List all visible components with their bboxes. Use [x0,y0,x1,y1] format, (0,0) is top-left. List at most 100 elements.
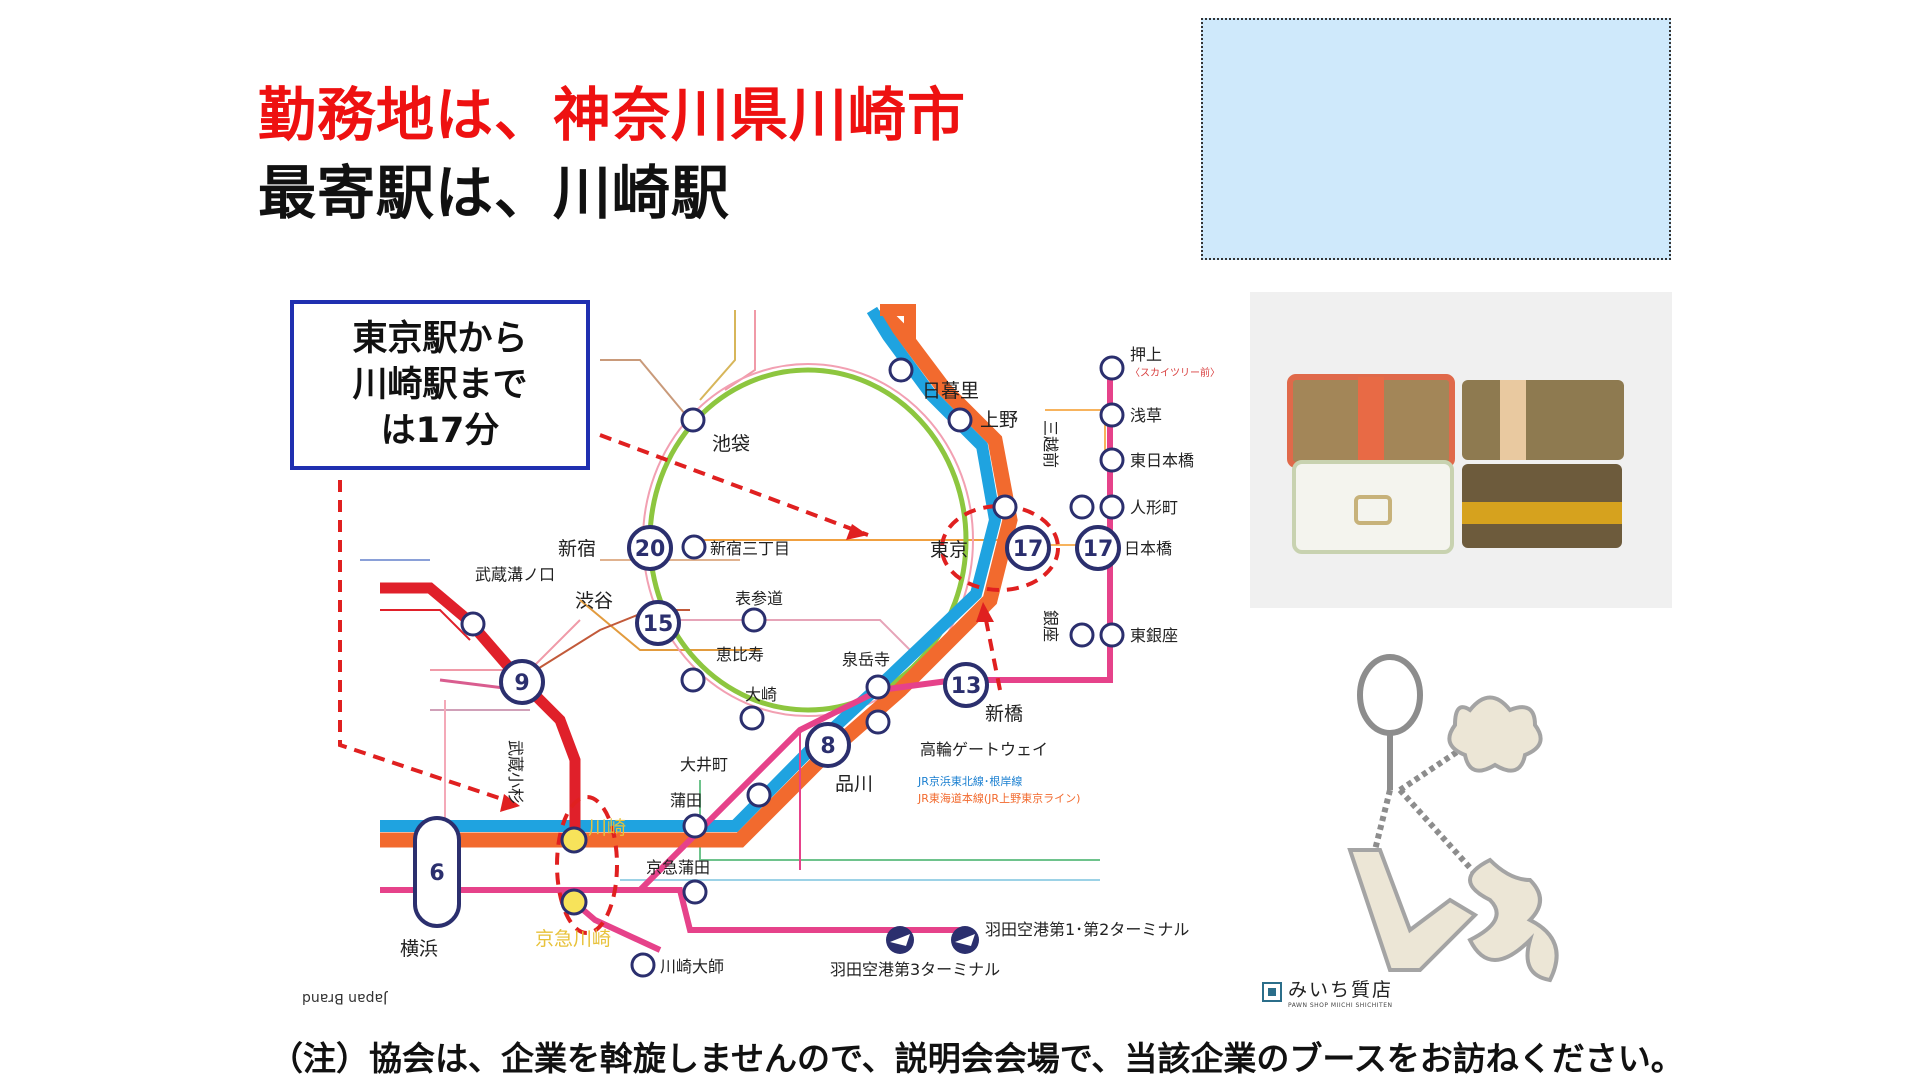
station-marker-shinagawa [805,722,851,768]
shop-name: みいち質店 [1288,979,1394,1001]
callout-box: 東京駅から 川崎駅まで は17分 [290,300,590,470]
label-shinjuku: 新宿 [558,538,596,560]
line-thin-10 [699,780,1100,861]
brand-text: Japan Brand [302,990,388,1006]
label-oshiage-sub: 〈スカイツリー前〉 [1130,366,1220,379]
label-shinjuku-sanchome: 新宿三丁目 [710,539,790,558]
label-shibuya: 渋谷 [575,590,613,612]
highlight-kawasaki [555,795,619,935]
station-marker-shinjuku [627,525,673,571]
station-marker-kawasaki [560,826,588,854]
station-marker-yokohama [413,816,461,928]
label-haneda-1-2: 羽田空港第1･第2ターミナル [985,920,1189,939]
label-nippori: 日暮里 [922,380,979,402]
station-marker-musashi-kosugi [499,659,545,705]
charm-photo [1250,640,1672,1010]
info-box [1201,18,1671,260]
time-musashi-kosugi: 9 [514,671,529,696]
station-marker-sengakuji [865,674,891,700]
label-takanawa: 高輪ゲートウェイ [920,740,1048,759]
shop-logo: みいち質店 PAWN SHOP MIICHI SHICHITEN [1262,975,1393,1009]
label-higashi-nihombashi: 東日本橋 [1130,451,1194,470]
line-toyoko-thin [380,609,471,641]
callout-line-2: 川崎駅まで [352,365,528,405]
station-marker-nippori [888,357,914,383]
station-marker-ueno [947,407,973,433]
label-higashi-ginza: 東銀座 [1130,626,1178,645]
charm-monogram-flower [1467,857,1559,983]
line-thin-12 [640,619,911,651]
label-musashi-mizonokuchi: 武蔵溝ノ口 [475,565,555,584]
headline-nearest-station: 最寄駅は、川崎駅 [258,159,731,227]
plane-icon [955,934,975,946]
label-ueno: 上野 [980,409,1018,431]
station-marker-omotesando [741,607,767,633]
label-keikyu-kawasaki: 京急川崎 [535,928,611,950]
label-omotesando: 表参道 [735,589,783,608]
station-marker-ebisu [680,667,706,693]
wallet-coach-brown [1462,380,1624,460]
station-marker-mitsukoshimae [1069,494,1095,520]
line-thin-2 [699,310,736,401]
station-marker-higashi-nihombashi [1099,447,1125,473]
footnote: （注）協会は、企業を斡旋しませんので、説明会会場で、当該企業のブースをお訪ねくだ… [270,1039,1684,1078]
label-ebisu: 恵比寿 [716,645,764,664]
line-keikyu-airport [380,887,960,933]
dashed-arrow-shimbashi [983,614,1002,691]
arrowhead-kawasaki [500,794,520,812]
station-marker-otemachi [992,494,1018,520]
station-marker-osaki [739,705,765,731]
label-keikyu-kamata: 京急蒲田 [646,858,710,877]
label-ningyocho: 人形町 [1130,498,1178,517]
station-marker-ningyocho [1099,494,1125,520]
time-shinagawa: 8 [820,734,835,759]
label-shimbashi: 新橋 [985,703,1023,725]
label-ikebukuro: 池袋 [712,433,750,455]
station-marker-mizonokuchi [460,611,486,637]
station-marker-shimbashi [943,662,989,708]
line-tokaido [380,304,1018,848]
label-haneda-3: 羽田空港第3ターミナル [830,960,1000,979]
station-marker-ginza [1069,622,1095,648]
wallets-photo [1250,292,1672,608]
charm-lv [1347,848,1479,972]
label-kawasaki: 川崎 [588,817,626,839]
callout-line-3: は17分 [380,411,500,451]
label-shinagawa: 品川 [835,773,873,795]
line-thin-3 [600,359,691,421]
station-marker-oshiage [1099,355,1125,381]
label-asakusa: 浅草 [1130,406,1162,425]
callout-line-1: 東京駅から [352,319,528,359]
dashed-arrow-to-kawasaki [338,480,506,802]
line-tokaido-end [880,304,916,340]
dashed-arrow-to-tokyo [599,433,869,537]
headline-workplace: 勤務地は、神奈川県川崎市 [258,81,967,149]
station-marker-nihombashi [1075,525,1121,571]
label-oshiage: 押上 [1130,345,1162,364]
label-tokyo: 東京 [930,539,968,561]
time-shibuya: 15 [643,612,674,637]
arrowhead-tokyo [846,524,868,540]
station-marker-higashi-ginza [1099,622,1125,648]
time-nihombashi: 17 [1083,537,1114,562]
legend-tokaido: JR東海道本線(JR上野東京ライン) [917,791,1080,805]
line-thin-1 [724,310,756,391]
label-mitsukoshimae: 三越前 [1041,420,1060,468]
label-yokohama: 横浜 [400,938,438,960]
station-marker-keikyu-kawasaki [560,888,588,916]
label-sengakuji: 泉岳寺 [842,650,890,669]
label-ginza: 銀座 [1041,610,1060,642]
route-map: 20 15 17 17 13 8 9 6 日暮里 上野 池袋 新宿 新宿三丁目 … [338,304,1220,979]
station-marker-kawasaki-daishi [630,952,656,978]
plane-icon [890,934,910,946]
shop-logo-icon [1262,982,1282,1002]
legend-keihin-tohoku: JR京浜東北線･根岸線 [917,774,1022,788]
time-shinjuku: 20 [635,537,666,562]
arrowhead-shimbashi [976,602,994,622]
station-marker-asakusa [1099,402,1125,428]
station-marker-keikyu-kamata [682,879,708,905]
station-marker-tokyo [1005,525,1051,571]
charm-ring [1357,654,1423,736]
highlight-tokyo [940,504,1060,592]
wallet-white [1292,460,1454,554]
